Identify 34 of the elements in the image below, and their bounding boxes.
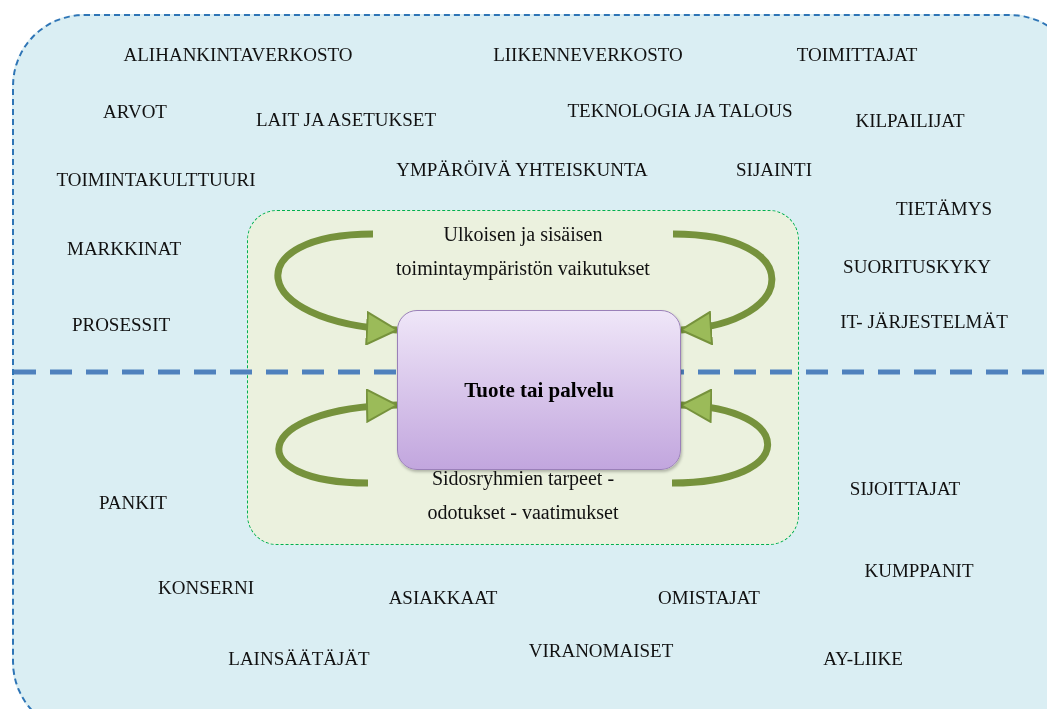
factor-label: OMISTAJAT [658,587,760,609]
factor-label: SUORITUSKYKY [843,256,991,278]
factor-label: TOIMITTAJAT [796,44,918,66]
factor-label: KILPAILIJAT [855,110,965,132]
factor-label: TIETÄMYS [895,198,993,220]
factor-label: IT- JÄRJESTELMÄT [840,311,1008,333]
box-title: Tuote tai palvelu [464,377,614,403]
factor-label: LIIKENNEVERKOSTO [493,44,683,66]
curved-arrow [275,389,398,487]
factor-label: ARVOT [103,101,167,123]
factor-label: PANKIT [99,492,167,514]
factor-label: LAINSÄÄTÄJÄT [228,648,370,670]
factor-label: KONSERNI [157,577,255,599]
factor-label: SIJAINTI [736,159,812,181]
process-box [397,310,681,470]
factor-label: VIRANOMAISET [528,640,674,662]
heading-text: Ulkoisen ja sisäisen toimintaympäristön vaikutukset [395,222,651,282]
factor-label: LAIT JA ASETUKSET [255,109,437,131]
inner-box [247,210,799,545]
factor-label: PROSESSIT [71,314,171,336]
factor-label: SIJOITTAJAT [849,478,961,500]
factor-label: TOIMINTAKULTTUURI [56,169,256,191]
caption-text: Sidosryhmien tarpeet - odotukset - vaatimukset [426,466,620,525]
curved-arrow [671,390,771,487]
curved-arrow [274,230,398,344]
factor-label: MARKKINAT [67,238,181,260]
curved-arrow [672,230,776,343]
factor-label: ALIHANKINTAVERKOSTO [123,44,353,66]
factor-label: KUMPPANIT [864,560,974,582]
factor-label: AY-LIIKE [823,648,903,670]
factor-label: YMPÄRÖIVÄ YHTEISKUNTA [396,159,648,181]
dashed-area [12,14,1047,709]
factor-label: ASIAKKAAT [388,587,498,609]
factor-label: TEKNOLOGIA JA TALOUS [567,100,793,122]
